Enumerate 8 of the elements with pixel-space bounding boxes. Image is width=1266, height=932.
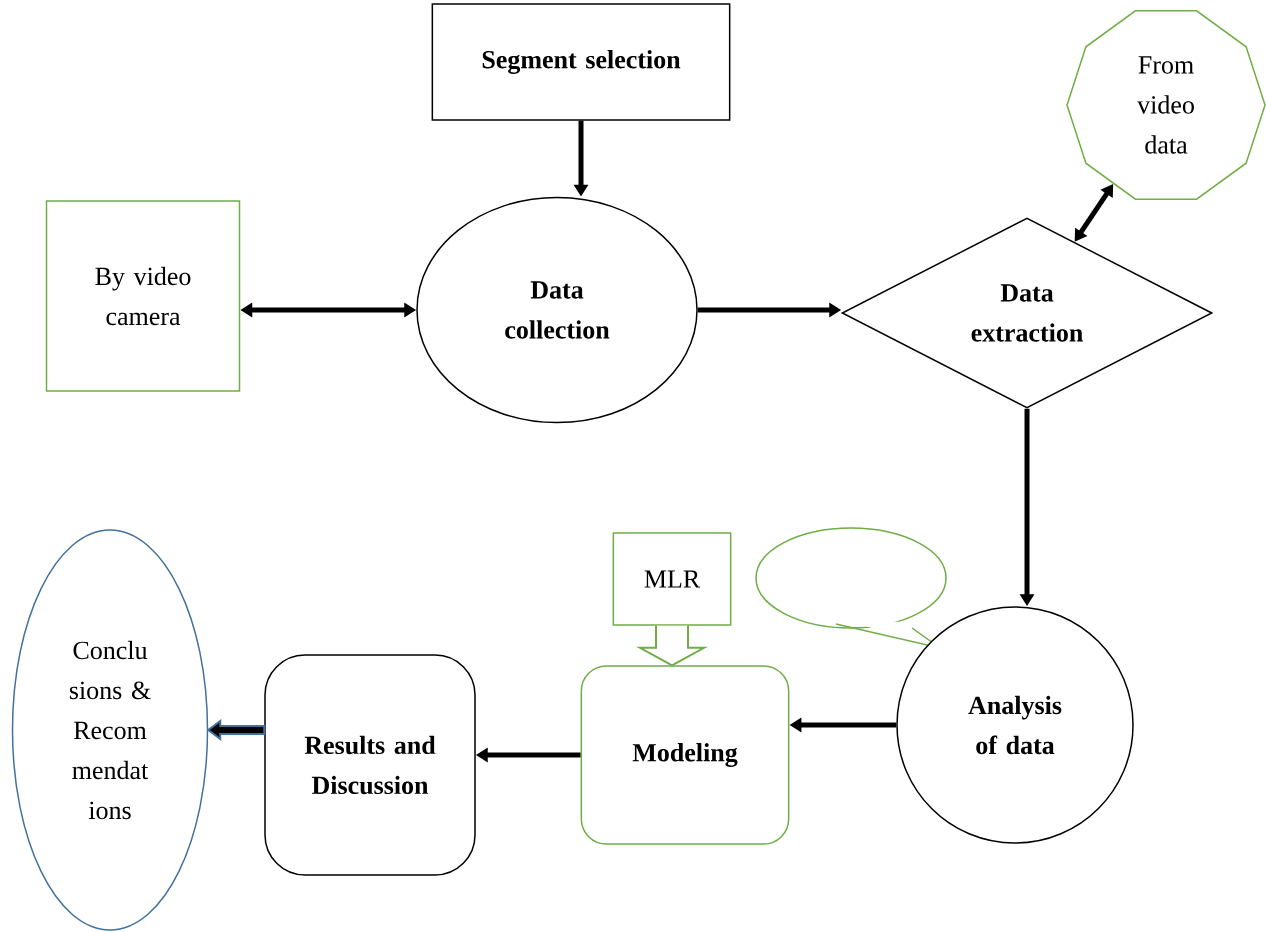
process-box: Segment selection xyxy=(431,3,731,121)
arrow xyxy=(636,624,708,667)
callout-box: MLR xyxy=(612,532,732,626)
source-box: By video camera xyxy=(45,200,241,392)
process-box: Results and Discussion xyxy=(264,654,476,876)
decagon-node: From video data xyxy=(1066,10,1266,200)
process-box: Modeling xyxy=(580,665,790,845)
arrow xyxy=(206,719,266,741)
